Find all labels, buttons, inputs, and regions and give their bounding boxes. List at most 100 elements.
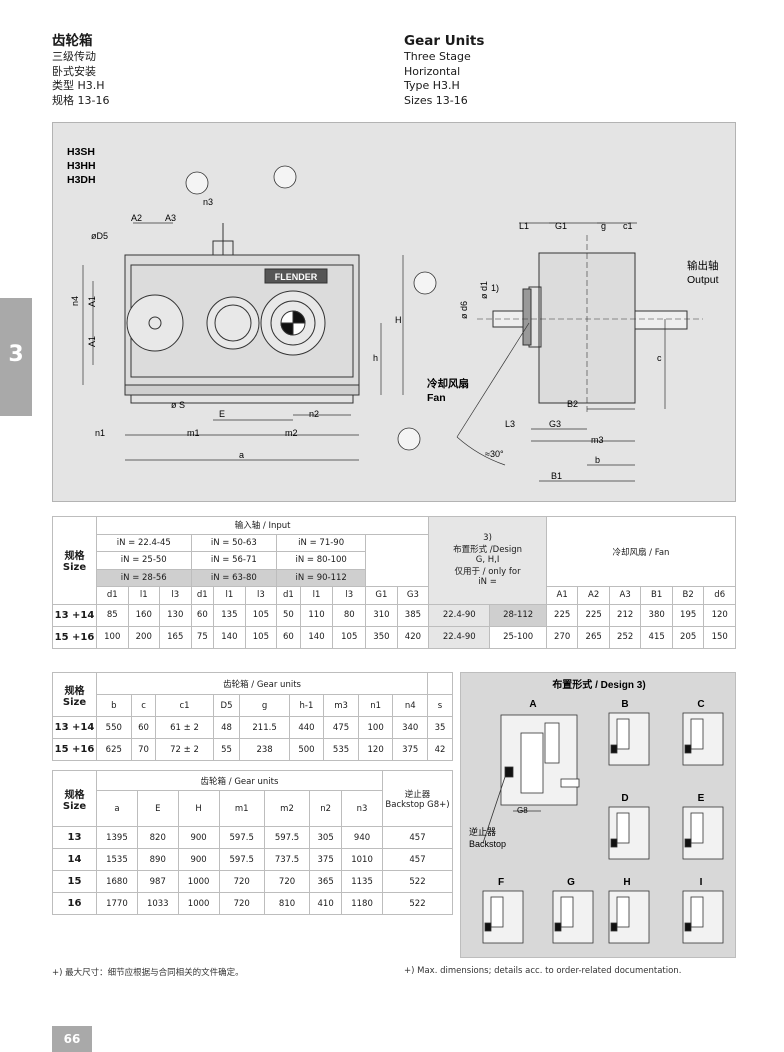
table-cell: 35 <box>427 716 453 739</box>
table-cell: 1680 <box>96 870 138 893</box>
dim-label: c <box>657 353 662 363</box>
col-header: m2 <box>263 790 311 827</box>
row-size: 15 +16 <box>52 625 97 649</box>
table-cell: 22.4-90 <box>428 603 491 627</box>
table-row: 15 +16 625 70 72 ± 2 55 238 500 535 120 … <box>52 738 453 761</box>
table-cell: 60 <box>130 716 157 739</box>
table-cell: 85 <box>96 603 129 627</box>
table-row: 13 +14 550 60 61 ± 2 48 211.5 440 475 10… <box>52 716 453 739</box>
table-cell: 105 <box>332 625 367 649</box>
table-row: 16 1770 1033 1000 720 810 410 1180 522 <box>52 892 453 915</box>
table-cell: 270 <box>545 625 579 649</box>
table-cell: 135 <box>213 603 246 627</box>
type-label: H3HH <box>67 160 96 172</box>
dimension-table-main: 规格 Size 输入轴 / Input 3) 布置形式 /Design G, H… <box>52 516 737 649</box>
ratio-cell: iN = 80-100 <box>276 551 367 570</box>
header-cn-line: 规格 13-16 <box>52 93 110 107</box>
table-cell: 720 <box>218 892 265 915</box>
dim-label: ≈30° <box>485 449 504 459</box>
fan-label-cn: 冷却风扇 <box>427 377 469 390</box>
table-cell: 597.5 <box>263 826 311 849</box>
table-cell: 900 <box>177 848 220 871</box>
col-header: G1 <box>365 586 398 605</box>
table-cell: 720 <box>263 870 311 893</box>
dim-label: b <box>595 455 600 465</box>
table-cell: 375 <box>309 848 343 871</box>
table-cell: 900 <box>177 826 220 849</box>
table-cell: 522 <box>382 892 453 915</box>
table-cell: 940 <box>341 826 383 849</box>
row-size: 13 +14 <box>52 603 97 627</box>
table-cell: 205 <box>671 625 705 649</box>
gearbox-side-view <box>477 235 703 413</box>
dim-label: n3 <box>203 197 213 207</box>
size-header: 规格 Size <box>52 770 97 827</box>
table-cell: 211.5 <box>239 716 290 739</box>
col-header: d1 <box>276 586 301 605</box>
dim-label: B1 <box>551 471 562 481</box>
col-header: h-1 <box>288 694 325 717</box>
header-cn-line: 卧式安装 <box>52 64 96 78</box>
col-header: s <box>427 694 453 717</box>
table-cell: 42 <box>427 738 453 761</box>
oil-drain-symbol-icon <box>397 427 421 451</box>
size-cn: 规格 <box>64 685 85 697</box>
design-note-line: iN = <box>478 577 497 588</box>
table-cell: 625 <box>96 738 132 761</box>
size-cn: 规格 <box>64 789 85 801</box>
col-header: n1 <box>357 694 394 717</box>
empty-cell <box>365 533 430 587</box>
gearbox-front-view <box>124 223 360 404</box>
table-cell: 200 <box>127 625 160 649</box>
lifting-symbol-icon <box>185 171 209 195</box>
header-en-title: Gear Units <box>404 33 485 49</box>
table-cell: 1000 <box>177 870 220 893</box>
table-cell: 50 <box>276 603 301 627</box>
col-header: B2 <box>671 586 705 605</box>
design-letter: D <box>621 793 628 804</box>
dim-label: n1 <box>95 428 105 438</box>
gear-units-header: 齿轮箱 / Gear units <box>96 770 383 791</box>
table-cell: 28-112 <box>489 603 547 627</box>
table-cell: 597.5 <box>218 826 265 849</box>
dim-label: a <box>239 450 244 460</box>
col-header: H <box>177 790 220 827</box>
type-label: H3SH <box>67 146 95 158</box>
table-cell: 310 <box>365 603 398 627</box>
table-cell: 238 <box>239 738 290 761</box>
ratio-cell: iN = 56-71 <box>190 551 278 570</box>
dimension-table-second: 规格 Size 齿轮箱 / Gear units b c c1 D5 g h-1… <box>52 672 453 761</box>
header-en-line: Sizes 13-16 <box>404 93 468 107</box>
col-header: A2 <box>577 586 610 605</box>
table-cell: 140 <box>299 625 334 649</box>
type-label: H3DH <box>67 174 96 186</box>
table-cell: 420 <box>396 625 430 649</box>
table-cell: 550 <box>96 716 132 739</box>
table-cell: 385 <box>396 603 430 627</box>
table-cell: 25-100 <box>489 625 547 649</box>
table-cell: 100 <box>96 625 129 649</box>
table-cell: 340 <box>392 716 429 739</box>
technical-drawing: H3SH H3HH H3DH FLENDER <box>52 122 736 502</box>
footnote-cn: +) 最大尺寸：细节应根据与合同相关的文件确定。 <box>52 968 244 978</box>
design-letter: A <box>529 699 536 710</box>
table-cell: 457 <box>382 826 453 849</box>
table-cell: 1033 <box>136 892 179 915</box>
design-letter: F <box>498 877 504 888</box>
table-cell: 350 <box>365 625 398 649</box>
backstop-en: Backstop G8+) <box>385 799 450 810</box>
table-cell: 60 <box>190 603 215 627</box>
table-cell: 48 <box>212 716 241 739</box>
dim-label: A1 <box>87 296 97 307</box>
table-cell: 60 <box>276 625 301 649</box>
dim-label: øD5 <box>91 231 108 241</box>
output-label-cn: 输出轴 <box>687 259 719 272</box>
col-header: b <box>96 694 132 717</box>
table-cell: 105 <box>244 603 278 627</box>
table-cell: 72 ± 2 <box>155 738 214 761</box>
col-header: c1 <box>155 694 214 717</box>
table-cell: 820 <box>136 826 179 849</box>
table-cell: 737.5 <box>263 848 311 871</box>
row-size: 13 +14 <box>52 716 97 739</box>
table-cell: 410 <box>309 892 343 915</box>
